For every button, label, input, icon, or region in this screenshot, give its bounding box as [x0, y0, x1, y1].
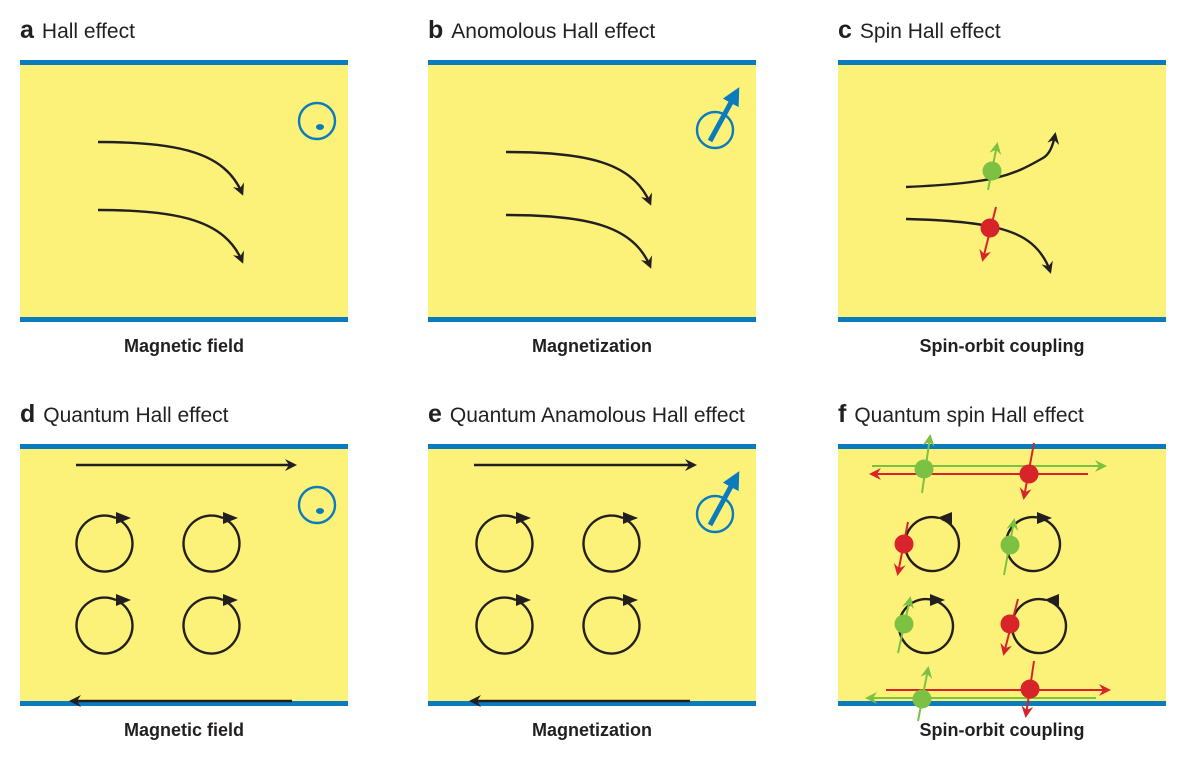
panel-title-text: Quantum spin Hall effect — [854, 404, 1084, 427]
panel-title: e Quantum Anamolous Hall effect — [428, 400, 745, 430]
panel-caption: Spin-orbit coupling — [919, 336, 1085, 356]
panel-title: c Spin Hall effect — [838, 16, 1001, 46]
magnetization-arrow-icon — [695, 471, 740, 534]
cyclotron-orbit — [475, 594, 534, 655]
panel-letter: c — [838, 16, 852, 44]
hall-diagram — [97, 101, 337, 264]
cyclotron-orbit — [75, 512, 134, 573]
magnetization-arrow-icon — [695, 87, 740, 150]
panel-title: d Quantum Hall effect — [20, 400, 229, 430]
orbit-spin-down — [893, 512, 961, 576]
orbit-spin-up — [1000, 512, 1062, 576]
spin-up-electron — [912, 666, 933, 722]
panel-caption: Magnetic field — [123, 336, 244, 356]
spin-down-trajectory — [905, 217, 1053, 274]
spin-down-electron — [1020, 660, 1040, 718]
panel-title-text: Spin Hall effect — [859, 20, 1001, 43]
sample-region — [428, 444, 756, 707]
spin-hall-diagram — [905, 132, 1060, 274]
electron-trajectory — [505, 150, 652, 206]
quantum-spin-hall-diagram — [865, 434, 1111, 722]
electron-trajectory — [97, 140, 244, 196]
panel-title: f Quantum spin Hall effect — [838, 400, 1084, 430]
cyclotron-orbit — [182, 594, 241, 655]
panel-letter: b — [428, 16, 444, 44]
cyclotron-orbit — [582, 512, 641, 573]
sample-region — [838, 434, 1166, 722]
spin-down-electron — [1019, 442, 1039, 500]
sample-region — [838, 60, 1166, 322]
spin-up-electron — [914, 434, 935, 494]
orbit-spin-up — [894, 594, 955, 655]
quantum-anomalous-hall-diagram — [469, 459, 740, 707]
field-out-of-plane-icon — [297, 101, 337, 141]
panel-caption: Magnetization — [532, 336, 652, 356]
cyclotron-orbit — [75, 594, 134, 655]
orbit-spin-down — [1000, 594, 1068, 656]
panel-title-text: Quantum Anamolous Hall effect — [449, 404, 745, 427]
panel-letter: a — [20, 16, 34, 44]
electron-trajectory — [97, 208, 244, 264]
cyclotron-orbit — [582, 594, 641, 655]
cyclotron-orbit — [182, 512, 241, 573]
panel-title-text: Quantum Hall effect — [43, 404, 229, 427]
panel-title: b Anomolous Hall effect — [428, 16, 655, 46]
electron-trajectory — [505, 213, 652, 269]
sample-region — [20, 444, 348, 707]
panel-letter: d — [20, 400, 36, 428]
panel-title-text: Hall effect — [41, 20, 135, 43]
spin-down-electron — [979, 206, 1000, 262]
panel-caption: Magnetization — [532, 720, 652, 740]
panel-caption: Spin-orbit coupling — [919, 720, 1085, 740]
sample-region — [20, 60, 348, 322]
anomalous-hall-diagram — [505, 87, 740, 269]
field-out-of-plane-icon — [297, 485, 337, 525]
panel-letter: f — [838, 400, 847, 428]
spin-up-trajectory — [905, 132, 1060, 189]
panel-title: a Hall effect — [20, 16, 135, 46]
quantum-hall-diagram — [69, 459, 337, 707]
panel-letter: e — [428, 400, 442, 428]
panel-title-text: Anomolous Hall effect — [451, 20, 656, 43]
panel-caption: Magnetic field — [123, 720, 244, 740]
cyclotron-orbit — [475, 512, 534, 573]
spin-up-electron — [982, 142, 1002, 191]
sample-region — [428, 60, 756, 322]
